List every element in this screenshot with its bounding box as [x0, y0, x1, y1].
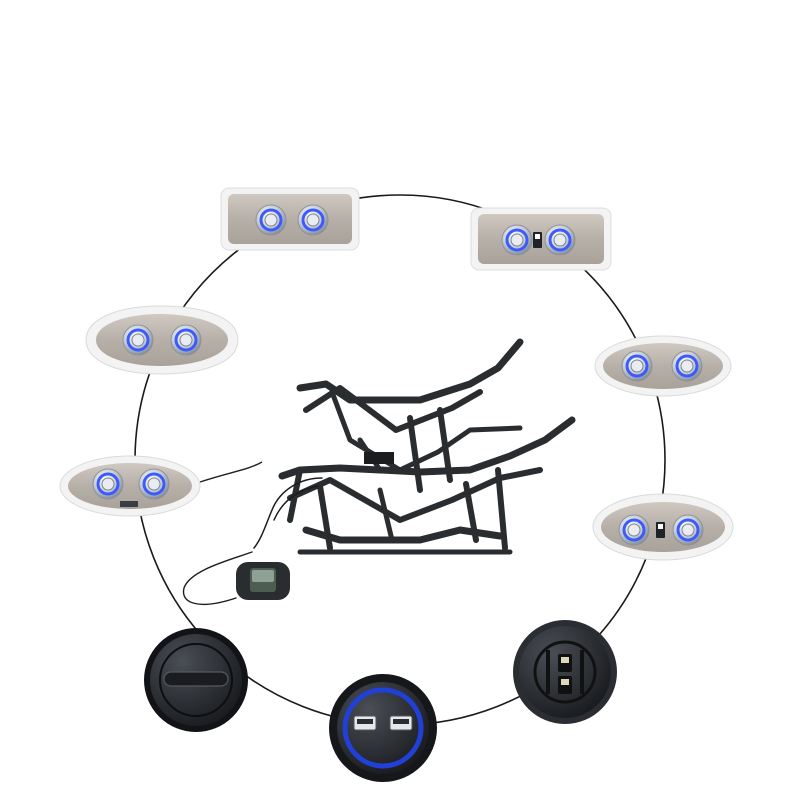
- round-dual-usb-port: [329, 674, 437, 782]
- usb-icon: [533, 232, 542, 248]
- oval-two-button-switch-right: [594, 335, 732, 397]
- usb-icon: [656, 522, 665, 538]
- remote-icon: [236, 562, 290, 600]
- recliner-lift-mechanism: [182, 338, 576, 605]
- round-usb-port-recessed: [513, 620, 617, 724]
- handheld-remote: [236, 562, 290, 600]
- usb-icon: [558, 654, 572, 694]
- oval-two-button-usb-switch-right: [592, 493, 734, 561]
- frame-icon: [278, 338, 576, 555]
- blank-cover-icon: [163, 671, 229, 687]
- peanut-two-button-switch: [85, 305, 239, 375]
- rect-two-button-switch: [220, 187, 360, 251]
- usb-icon: [353, 715, 413, 731]
- round-blank-cover: [144, 628, 248, 732]
- rect-two-button-usb-switch: [470, 207, 612, 271]
- wired-oval-two-button-switch: [59, 455, 263, 517]
